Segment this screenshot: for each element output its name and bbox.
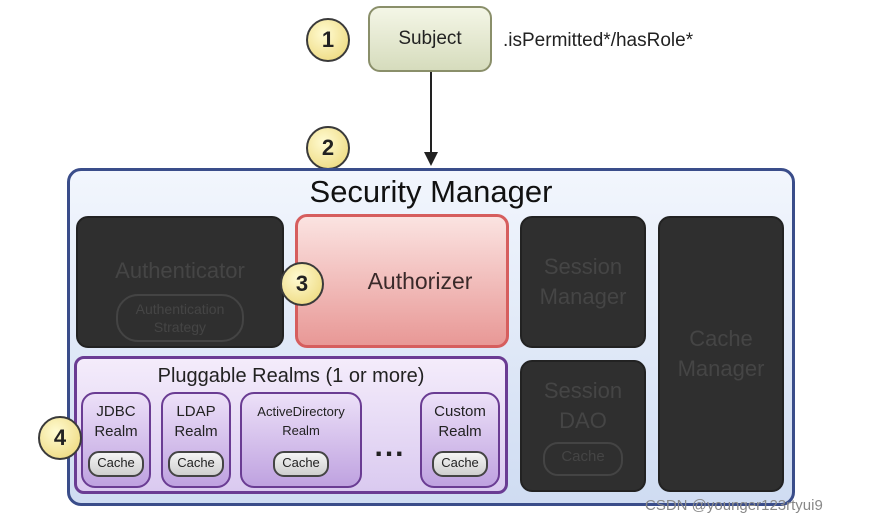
realm-jdbc-cache: Cache [88,451,144,477]
session-manager-label: Session Manager [539,254,627,309]
realm-jdbc: JDBC Realm Cache [81,392,151,488]
realm-ldap: LDAP Realm Cache [161,392,231,488]
realm-jdbc-label: JDBC Realm [94,403,138,440]
realm-ldap-label: LDAP Realm [174,403,218,440]
session-dao-box: Session DAO Cache [520,360,646,492]
session-dao-label: Session DAO [543,378,623,433]
realms-ellipsis: ... [374,430,406,463]
subject-methods-text: .isPermitted*/hasRole* [503,30,694,51]
step-3-badge: 3 [280,262,324,306]
authorizer-label: Authorizer [367,267,473,294]
cache-manager-box: Cache Manager [658,216,784,492]
subject-label: Subject [398,28,462,49]
cache-manager-label: Cache Manager [677,326,765,381]
realm-activedirectory-cache: Cache [273,451,329,477]
realm-activedirectory-label: ActiveDirectory Realm [257,404,345,438]
pluggable-realms-title: Pluggable Realms (1 or more) [157,365,425,387]
authenticator-box: Authenticator Authentication Strategy [76,216,284,348]
authentication-strategy-pill: Authentication Strategy [116,294,244,342]
security-manager-title: Security Manager [309,174,553,209]
realm-activedirectory: ActiveDirectory Realm Cache [240,392,362,488]
realm-custom: Custom Realm Cache [420,392,500,488]
subject-box: Subject [368,6,492,72]
authentication-strategy-label: Authentication Strategy [135,301,225,335]
session-dao-cache-pill: Cache [543,442,623,476]
realm-custom-label: Custom Realm [434,403,486,440]
watermark-text: CSDN @younger123rtyui9 [645,497,823,514]
step-1-badge: 1 [306,18,350,62]
session-manager-box: Session Manager [520,216,646,348]
arrow-subject-to-security-manager [430,72,432,154]
step-4-badge: 4 [38,416,82,460]
authenticator-label: Authenticator [115,258,245,283]
session-dao-cache-label: Cache [561,448,605,465]
arrow-head-icon [424,152,438,166]
realm-custom-cache: Cache [432,451,488,477]
authorizer-box: Authorizer [295,214,509,348]
realm-ldap-cache: Cache [168,451,224,477]
step-2-badge: 2 [306,126,350,170]
